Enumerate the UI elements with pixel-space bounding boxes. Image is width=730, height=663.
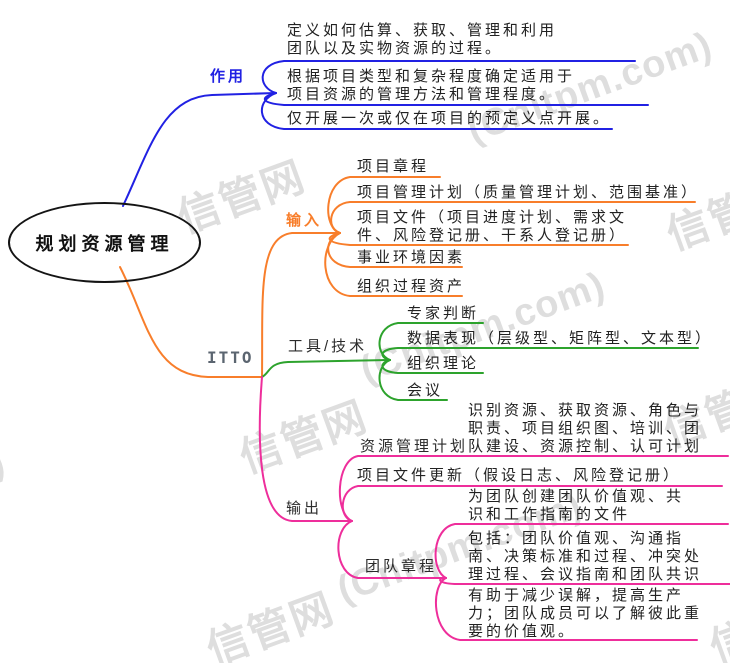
edge-output-trunk: [258, 376, 353, 522]
node-team-charter-item-3[interactable]: 有助于减少误解，提高生产 力；团队成员可以了解彼此重 要的价值观。: [468, 587, 703, 640]
root-topic[interactable]: 规划资源管理: [8, 202, 201, 283]
node-team-charter[interactable]: 团队章程: [365, 558, 438, 575]
edge-team-charter-item-1: [434, 523, 729, 579]
node-tools-item-3[interactable]: 组织理论: [407, 355, 480, 372]
node-doc-update[interactable]: 项目文件更新（假设日志、风险登记册）: [357, 467, 682, 484]
edge-team-charter-item-3: [434, 577, 698, 641]
node-function-item-1[interactable]: 定义如何估算、获取、管理和利用 团队以及实物资源的过程。: [287, 22, 558, 57]
node-tools-item-2[interactable]: 数据表现（层级型、矩阵型、文本型）: [407, 330, 714, 347]
edge-function-item-1: [261, 60, 636, 94]
node-team-charter-item-1[interactable]: 为团队创建团队价值观、共 识和工作指南的文件: [468, 488, 685, 523]
node-resource-plan[interactable]: 资源管理计划: [360, 438, 469, 455]
edge-output-team-charter: [337, 520, 447, 579]
node-tools[interactable]: 工具/技术: [288, 338, 368, 355]
edge-function-item-3: [260, 92, 613, 130]
node-tools-item-4[interactable]: 会议: [407, 382, 444, 399]
edge-output-doc-update: [342, 485, 723, 522]
edge-tools-trunk: [261, 359, 391, 378]
node-itto[interactable]: ITTO: [207, 348, 254, 367]
node-input[interactable]: 输入: [286, 212, 323, 229]
node-output[interactable]: 输出: [286, 500, 323, 517]
node-input-item-2[interactable]: 项目管理计划（质量管理计划、范围基准）: [357, 184, 700, 201]
node-resource-plan-detail[interactable]: 识别资源、获取资源、角色与 职责、项目组织图、培训、团 队建设、资源控制、认可计…: [468, 402, 703, 455]
node-function-item-2[interactable]: 根据项目类型和复杂程度确定适用于 项目资源的管理方法和管理程度。: [287, 68, 576, 103]
edge-tools-item-2: [381, 347, 699, 361]
root-topic-label: 规划资源管理: [35, 233, 174, 254]
edge-function-trunk: [122, 92, 277, 207]
node-input-item-1[interactable]: 项目章程: [357, 158, 430, 175]
edge-itto-trunk: [119, 266, 263, 378]
edge-input-trunk: [261, 232, 341, 378]
edge-input-item-2: [330, 201, 696, 234]
node-input-item-5[interactable]: 组织过程资产: [357, 278, 466, 295]
node-function[interactable]: 作用: [210, 68, 247, 85]
node-tools-item-1[interactable]: 专家判断: [407, 305, 480, 322]
edge-tools-item-4: [378, 359, 448, 401]
edge-input-item-5: [324, 232, 463, 297]
node-function-item-3[interactable]: 仅开展一次或仅在项目的预定义点开展。: [287, 110, 612, 127]
node-input-item-3[interactable]: 项目文件（项目进度计划、需求文 件、风险登记册、干系人登记册）: [357, 209, 628, 244]
node-input-item-4[interactable]: 事业环境因素: [357, 249, 466, 266]
node-team-charter-item-2[interactable]: 包括：团队价值观、沟通指 南、决策标准和过程、冲突处 理过程、会议指南和团队共识: [468, 530, 703, 583]
